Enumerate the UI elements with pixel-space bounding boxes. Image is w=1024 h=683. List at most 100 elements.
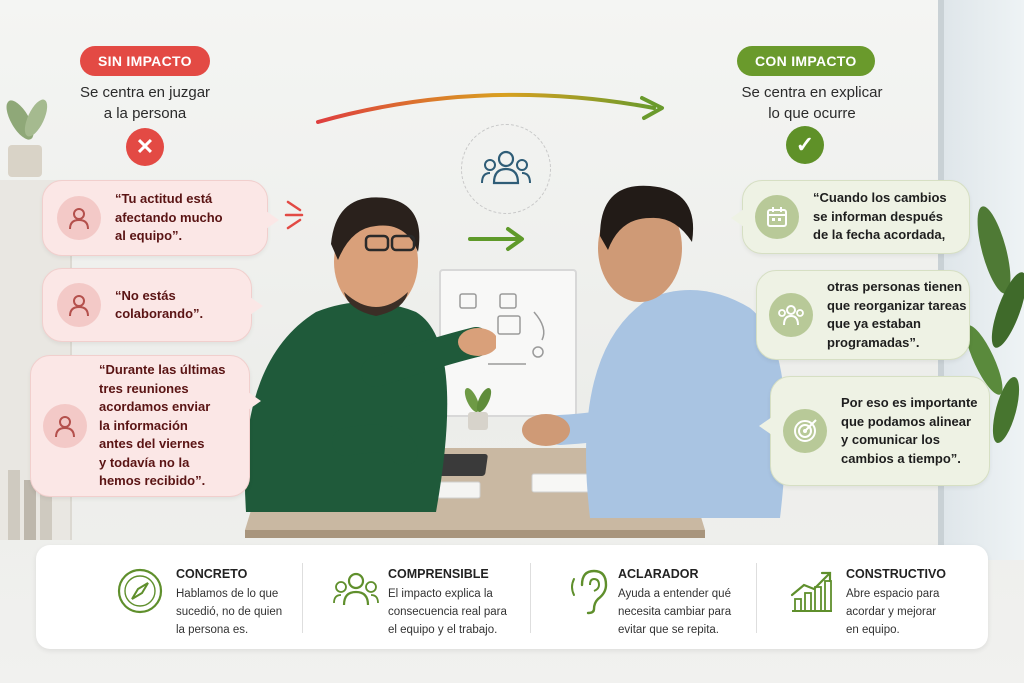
small-plant-decor: [464, 388, 492, 430]
feature-line: Hablamos de lo que: [176, 588, 279, 600]
feature-comprensible: COMPRENSIBLE El impacto explica la conse…: [330, 545, 550, 649]
right-subtitle-line: Se centra en explicar: [741, 84, 883, 101]
right-subtitle: Se centra en explicar lo que ocurre: [722, 82, 902, 124]
feature-concreto: CONCRETO Hablamos de lo que sucedió, no …: [114, 545, 334, 649]
speaker-left-illustration: [244, 197, 496, 512]
features-bar: CONCRETO Hablamos de lo que sucedió, no …: [36, 545, 988, 649]
bubble-line: “No estás: [115, 287, 176, 303]
left-bubble-text: “Durante las últimas tres reuniones acor…: [99, 361, 225, 491]
bubble-line: antes del viernes: [99, 436, 205, 452]
feature-divider: [302, 563, 303, 633]
feature-title: CONCRETO: [176, 567, 248, 581]
left-bubble-text: “Tu actitud está afectando mucho al equi…: [115, 190, 223, 246]
con-impacto-badge: CON IMPACTO: [737, 46, 875, 76]
bubble-line: colaborando”.: [115, 306, 204, 321]
ear-icon: [571, 569, 608, 615]
right-bubble-text: Por eso es importante que podamos alinea…: [841, 394, 978, 468]
calendar-icon: [755, 195, 799, 239]
bubble-tail: [266, 211, 279, 229]
bubble-line: “Tu actitud está: [115, 191, 213, 207]
bubble-tail: [248, 392, 261, 410]
team-icon: [461, 124, 551, 214]
feature-line: Abre espacio para: [846, 588, 940, 600]
right-bubble-text: “Cuando los cambios se informan después …: [813, 189, 947, 245]
bubble-line: “Durante las últimas: [99, 362, 226, 378]
bubble-line: la información: [99, 417, 188, 433]
bubble-line: tres reuniones: [99, 380, 189, 396]
target-icon: [783, 409, 827, 453]
person-icon: [57, 196, 101, 240]
left-subtitle-line: Se centra en juzgar: [79, 84, 211, 101]
bubble-tail: [731, 209, 744, 227]
right-subtitle-line: lo que ocurre: [768, 105, 856, 122]
feature-title: ACLARADOR: [618, 567, 699, 581]
arrow-right-icon: [468, 227, 524, 251]
bubble-line: y todavía no la: [99, 454, 190, 470]
speaker-right-illustration: [522, 185, 786, 518]
feature-line: Ayuda a entender qué: [618, 588, 731, 600]
bubble-line: otras personas tienen: [827, 279, 963, 294]
x-icon: ✕: [126, 128, 164, 166]
bubble-line: se informan después: [813, 208, 944, 224]
feature-constructivo: CONSTRUCTIVO Abre espacio para acordar y…: [786, 545, 976, 649]
bubble-line: “Cuando los cambios: [813, 190, 947, 206]
bubble-line: hemos recibido”.: [99, 473, 206, 489]
left-bubble-2: “No estás colaborando”.: [42, 268, 263, 342]
feature-line: la persona es.: [176, 624, 249, 636]
plant-left-decor: [6, 99, 48, 177]
person-icon: [57, 283, 101, 327]
feature-title: CONSTRUCTIVO: [846, 567, 946, 581]
feature-line: en equipo.: [846, 624, 900, 636]
whiteboard-decor: [439, 269, 577, 417]
bubble-tail: [759, 417, 772, 435]
feature-aclarador: ACLARADOR Ayuda a entender qué necesita …: [566, 545, 766, 649]
left-bubble-1: “Tu actitud está afectando mucho al equi…: [42, 180, 279, 256]
plant-right-decor: [965, 206, 1024, 443]
transition-arc-arrow: [316, 92, 664, 124]
bubble-line: de la fecha acordada,: [813, 227, 946, 243]
tension-marks-icon: [284, 200, 304, 230]
right-bubble-2: otras personas tienen que reorganizar ta…: [756, 270, 970, 360]
feature-line: El impacto explica la: [388, 588, 493, 600]
feature-line: el equipo y el trabajo.: [388, 624, 498, 636]
bubble-line: que ya estaban: [827, 316, 921, 331]
shelf-book: [8, 470, 20, 540]
right-bubble-1: “Cuando los cambios se informan después …: [731, 180, 970, 254]
feature-line: acordar y mejorar: [846, 606, 937, 618]
right-bubble-text: otras personas tienen que reorganizar ta…: [827, 278, 966, 352]
feature-line: sucedió, no de quien: [176, 606, 283, 618]
growth-chart-icon: [790, 571, 832, 612]
left-bubble-3: “Durante las últimas tres reuniones acor…: [30, 355, 261, 497]
bubble-line: Por eso es importante: [841, 395, 978, 410]
bubble-line: afectando mucho: [115, 209, 223, 225]
person-icon: [43, 404, 87, 448]
sin-impacto-badge: SIN IMPACTO: [80, 46, 210, 76]
feature-description: Ayuda a entender qué necesita cambiar pa…: [618, 585, 731, 639]
bubble-line: programadas”.: [827, 334, 920, 350]
feature-line: necesita cambiar para: [618, 606, 732, 618]
people-icon: [333, 572, 379, 606]
bubble-line: y comunicar los: [841, 432, 940, 447]
bubble-line: cambios a tiempo”.: [841, 450, 961, 466]
bubble-line: que podamos alinear: [841, 413, 972, 429]
bubble-tail: [250, 297, 263, 315]
right-bubble-3: Por eso es importante que podamos alinea…: [759, 376, 990, 486]
left-subtitle-line: a la persona: [103, 105, 187, 122]
bubble-line: acordamos enviar: [99, 399, 211, 415]
compass-icon: [117, 568, 163, 614]
feature-description: Hablamos de lo que sucedió, no de quien …: [176, 585, 282, 639]
feature-divider: [756, 563, 757, 633]
feature-description: El impacto explica la consecuencia real …: [388, 585, 507, 639]
feature-divider: [530, 563, 531, 633]
feature-line: evitar que se repita.: [618, 624, 720, 636]
left-subtitle: Se centra en juzgar a la persona: [60, 82, 230, 124]
group-icon: [769, 293, 813, 337]
left-bubble-text: “No estás colaborando”.: [115, 287, 203, 324]
feature-line: consecuencia real para: [388, 606, 507, 618]
shelf-book: [24, 480, 36, 540]
bubble-line: al equipo”.: [115, 228, 183, 244]
bubble-line: que reorganizar tareas: [827, 297, 967, 313]
check-icon: ✓: [786, 126, 824, 164]
feature-description: Abre espacio para acordar y mejorar en e…: [846, 585, 939, 639]
feature-title: COMPRENSIBLE: [388, 567, 489, 581]
